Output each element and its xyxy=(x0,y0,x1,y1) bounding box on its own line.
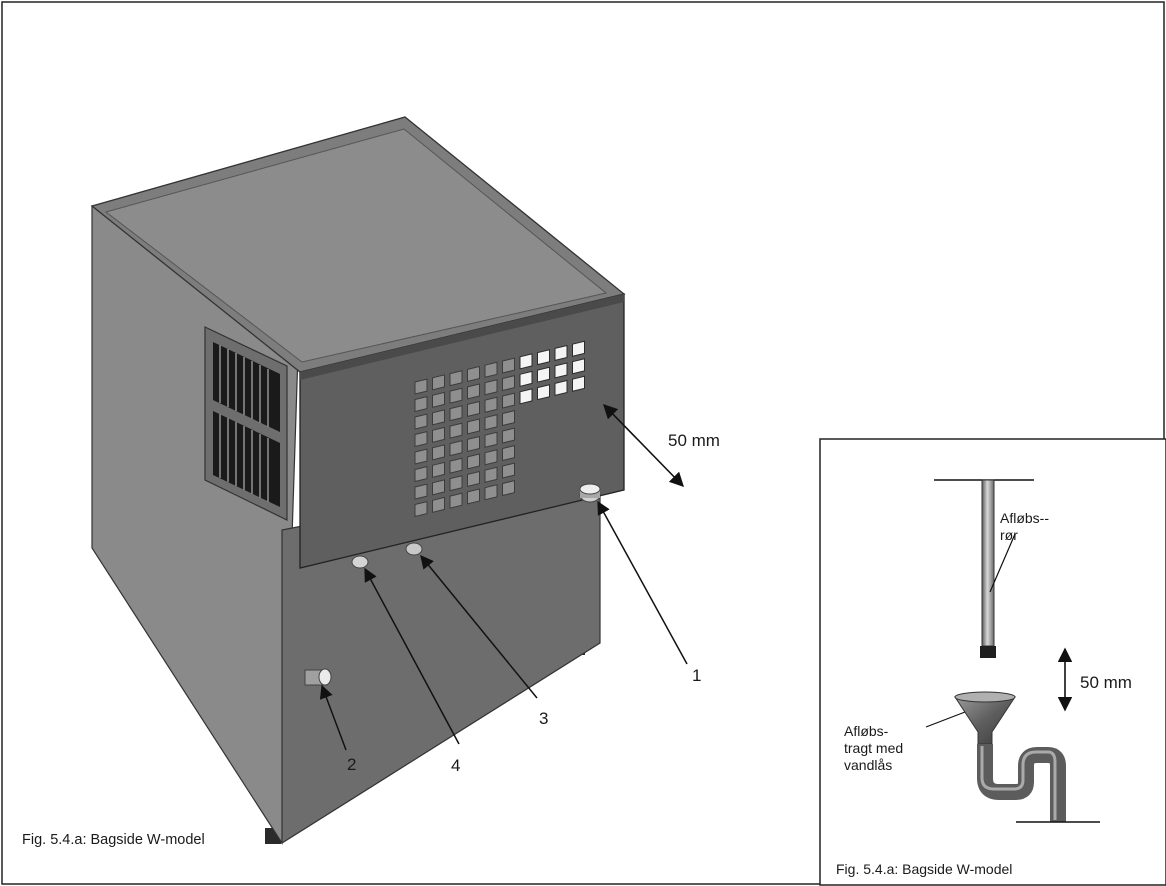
grille-hole xyxy=(484,396,498,413)
grille-hole xyxy=(484,361,498,378)
grille-hole xyxy=(502,392,515,409)
grille-hole xyxy=(519,388,533,405)
callout-1: 1 xyxy=(692,666,701,685)
drain-funnel-rim xyxy=(954,691,1016,703)
grille-hole xyxy=(449,422,463,439)
connection-stub-3 xyxy=(405,542,423,556)
callout-4: 4 xyxy=(451,756,460,775)
grille-hole xyxy=(502,444,515,462)
connection-stub-1 xyxy=(579,483,601,503)
inset-figure-caption: Fig. 5.4.a: Bagside W-model xyxy=(836,861,1012,877)
grille-hole xyxy=(467,383,480,400)
grille-hole xyxy=(467,435,480,453)
grille-hole xyxy=(432,391,445,408)
grille-hole xyxy=(467,365,480,383)
grille-hole xyxy=(414,413,428,430)
machine-illustration xyxy=(90,116,626,845)
water-trap-highlight xyxy=(980,746,1057,820)
grille-hole xyxy=(554,344,568,362)
grille-hole xyxy=(432,461,445,478)
grille-hole xyxy=(432,374,445,391)
grille-hole xyxy=(519,353,533,370)
grille-hole xyxy=(484,431,498,448)
grille-hole xyxy=(537,349,550,366)
clearance-arrow xyxy=(602,403,685,488)
grille-hole xyxy=(502,357,515,374)
grille-hole xyxy=(572,340,585,357)
grille-hole xyxy=(519,370,533,387)
grille-hole xyxy=(537,384,550,401)
machine-bevel-strip xyxy=(300,294,624,380)
callout-leaders xyxy=(319,500,688,751)
grille-hole xyxy=(502,462,515,479)
grille-hole xyxy=(502,479,515,497)
grille-hole xyxy=(449,405,463,422)
funnel-label-leader xyxy=(925,711,966,728)
callout-3: 3 xyxy=(539,709,548,728)
grille-hole xyxy=(484,414,498,431)
grille-hole xyxy=(449,457,463,474)
grille-hole xyxy=(414,395,428,413)
grille-hole xyxy=(432,409,445,426)
gap-label: 50 mm xyxy=(1080,673,1132,692)
pipe-label: Afløbs-- rør xyxy=(1000,510,1053,543)
connection-stub-2 xyxy=(304,668,332,686)
grille-hole xyxy=(467,400,480,418)
grille-hole xyxy=(414,430,428,448)
side-vent-upper xyxy=(213,342,280,432)
connection-stub-4 xyxy=(351,555,369,569)
grille-hole xyxy=(554,379,568,397)
grille-hole xyxy=(484,466,498,483)
grille-hole xyxy=(467,453,480,470)
clearance-label: 50 mm xyxy=(668,431,720,450)
grille-hole xyxy=(432,426,445,443)
grille-hole xyxy=(554,362,568,379)
grille-hole xyxy=(449,475,463,492)
grille-hole xyxy=(572,358,585,375)
main-figure-caption: Fig. 5.4.a: Bagside W-model xyxy=(22,832,205,848)
grille-hole xyxy=(537,366,550,383)
grille-hole xyxy=(449,492,463,509)
grille-hole xyxy=(449,440,463,457)
grille-hole xyxy=(484,379,498,396)
grille-hole xyxy=(432,444,445,461)
machine-top-inset xyxy=(104,128,608,363)
side-vent-slats xyxy=(219,345,269,502)
pipe-label-leader xyxy=(989,533,1016,593)
grille-hole xyxy=(414,483,428,500)
callout-2: 2 xyxy=(347,755,356,774)
drain-inset: 50 mm Afløbs-- rør Afløbs- tragt med van… xyxy=(819,438,1166,886)
grille-hole xyxy=(432,496,445,513)
drain-pipe-end xyxy=(980,646,996,658)
grille-hole xyxy=(414,378,428,395)
back-grille xyxy=(414,340,585,518)
grille-hole xyxy=(414,448,428,465)
grille-hole xyxy=(502,374,515,392)
grille-hole xyxy=(449,387,463,404)
grille-hole xyxy=(502,427,515,444)
grille-hole xyxy=(484,449,498,466)
grille-hole xyxy=(467,418,480,435)
drain-pipe xyxy=(981,479,995,647)
grille-hole xyxy=(484,484,498,501)
funnel-label: Afløbs- tragt med vandlås xyxy=(844,723,907,773)
grille-hole xyxy=(414,500,428,518)
grille-hole xyxy=(449,370,463,387)
side-vent-lower xyxy=(213,411,280,507)
grille-hole xyxy=(467,488,480,505)
grille-hole xyxy=(572,375,585,392)
grille-hole xyxy=(414,465,428,483)
grille-hole xyxy=(502,409,515,427)
grille-hole xyxy=(432,479,445,496)
grille-hole xyxy=(467,470,480,488)
